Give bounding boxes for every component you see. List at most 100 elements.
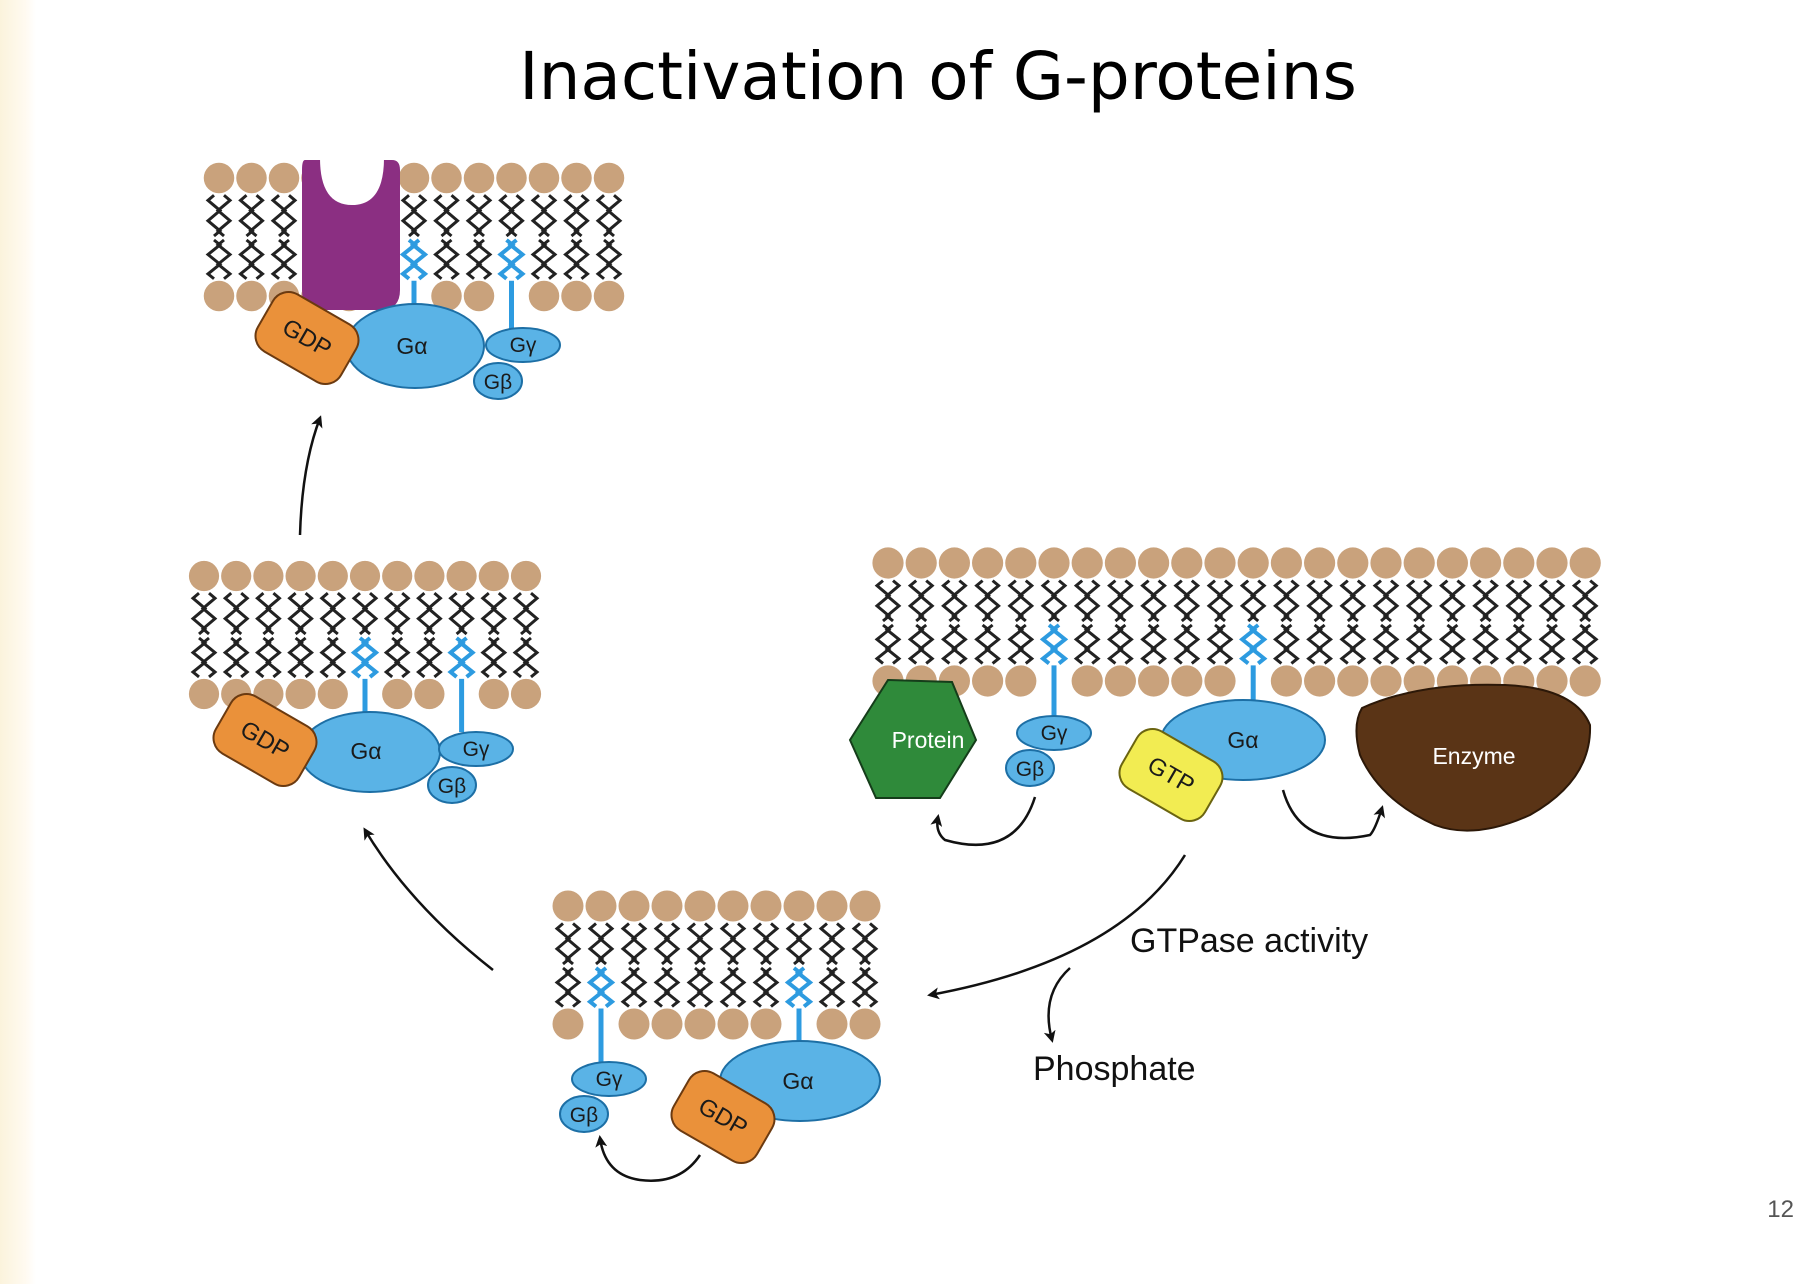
lipid-head <box>1071 665 1103 697</box>
lipid-tail <box>265 591 282 636</box>
enzyme-effector <box>1355 683 1592 832</box>
lipid-head <box>938 547 971 579</box>
lipid-tail <box>490 591 508 636</box>
lipid-tail <box>1316 579 1333 623</box>
lipid-tail <box>605 238 623 280</box>
lipid-head <box>382 678 413 710</box>
lipid-tail <box>280 194 298 238</box>
lipid-head <box>414 678 445 710</box>
g-gamma-subunit <box>438 731 514 767</box>
g-beta-label: Gβ <box>1016 758 1044 781</box>
lipid-tail <box>696 966 714 1008</box>
lipid-head <box>684 1008 716 1040</box>
g-beta-label: Gβ <box>570 1104 598 1127</box>
lipid-anchor <box>1049 623 1069 665</box>
arrow-to-phosphate <box>1043 967 1071 1043</box>
lipid-anchor <box>457 636 476 679</box>
lipid-tail <box>861 922 879 966</box>
lipid-head <box>1503 547 1535 579</box>
lipid-head <box>593 280 625 312</box>
lipid-head <box>1237 547 1269 579</box>
lipid-head <box>552 890 584 922</box>
lipid-anchor <box>409 238 429 281</box>
lipid-head <box>478 560 509 592</box>
lipid-head <box>414 560 445 592</box>
protein-effector <box>848 678 978 799</box>
lipid-head <box>1005 665 1037 697</box>
lipid-tail <box>597 922 615 966</box>
lipid-tail <box>1316 623 1334 665</box>
lipid-head <box>1304 665 1336 697</box>
arrow-bottom-to-left <box>363 827 494 971</box>
lipid-head <box>285 560 316 592</box>
lipid-tail <box>564 966 582 1008</box>
lipid-tail <box>329 591 347 636</box>
lipid-tail <box>280 238 298 280</box>
lipid-anchor <box>507 238 526 281</box>
lipid-head <box>717 1008 749 1040</box>
lipid-tail <box>1150 579 1167 623</box>
lipid-tail <box>1581 579 1599 623</box>
g-gamma-subunit <box>1016 715 1092 751</box>
lipid-tail <box>232 636 250 679</box>
receptor <box>302 160 400 310</box>
lipid-head <box>431 162 462 194</box>
lipid-tail <box>215 194 233 238</box>
lipid-tail <box>443 194 460 238</box>
lipid-tail <box>1050 579 1068 623</box>
lipid-tail <box>1482 623 1500 665</box>
lipid-tail <box>1349 623 1367 665</box>
arrow-gdp-to-gbg <box>595 1135 702 1182</box>
lipid-head <box>478 678 509 710</box>
g-beta-label: Gβ <box>484 371 512 394</box>
lipid-head <box>1204 547 1236 579</box>
lipid-tail <box>1548 579 1566 623</box>
lipid-head <box>872 547 904 579</box>
lipid-head <box>1536 665 1568 697</box>
lipid-head <box>849 1008 881 1040</box>
lipid-tail <box>1216 623 1234 665</box>
lipid-head <box>510 678 542 710</box>
lipid-tail <box>1415 623 1433 665</box>
enzyme-label: Enzyme <box>1432 743 1515 769</box>
lipid-head <box>1370 665 1402 697</box>
lipid-head <box>528 162 560 194</box>
lipid-head <box>816 890 848 922</box>
g-beta-label: Gβ <box>438 775 466 798</box>
lipid-tail <box>1183 623 1201 665</box>
lipid-head <box>463 162 495 194</box>
lipid-tail <box>1017 623 1035 665</box>
lipid-head <box>1436 547 1468 579</box>
lipid-head <box>717 890 749 922</box>
lipid-head <box>1569 547 1601 579</box>
lipid-tail <box>1183 579 1201 623</box>
lipid-head <box>317 678 348 710</box>
lipid-tail <box>393 636 411 679</box>
g-gamma-label: Gγ <box>1041 722 1068 745</box>
lipid-tail <box>1249 579 1267 623</box>
panel-top: Gα GDP Gγ Gβ <box>254 158 561 400</box>
lipid-head <box>1104 547 1136 579</box>
lipid-tail <box>762 966 780 1008</box>
lipid-tail <box>630 922 648 966</box>
lipid-tail <box>426 591 443 636</box>
g-beta-subunit <box>1005 749 1055 787</box>
protein-label: Protein <box>892 727 965 753</box>
g-gamma-label: Gγ <box>596 1068 623 1091</box>
lipid-head <box>618 1008 650 1040</box>
lipid-anchor <box>1248 623 1268 665</box>
lipid-tail <box>795 922 813 966</box>
lipid-tail <box>828 922 846 966</box>
g-alpha-label: Gα <box>782 1068 813 1094</box>
lipid-tail <box>564 922 582 966</box>
lipid-tail <box>1382 623 1400 665</box>
lipid-head <box>1536 547 1568 579</box>
lipid-tail <box>1382 579 1400 623</box>
lipid-head <box>905 547 937 579</box>
lipid-tail <box>917 579 935 623</box>
lipid-tail <box>950 623 968 665</box>
membrane-right <box>872 547 1601 719</box>
lipid-tail <box>663 966 681 1008</box>
lipid-head <box>1071 547 1103 579</box>
